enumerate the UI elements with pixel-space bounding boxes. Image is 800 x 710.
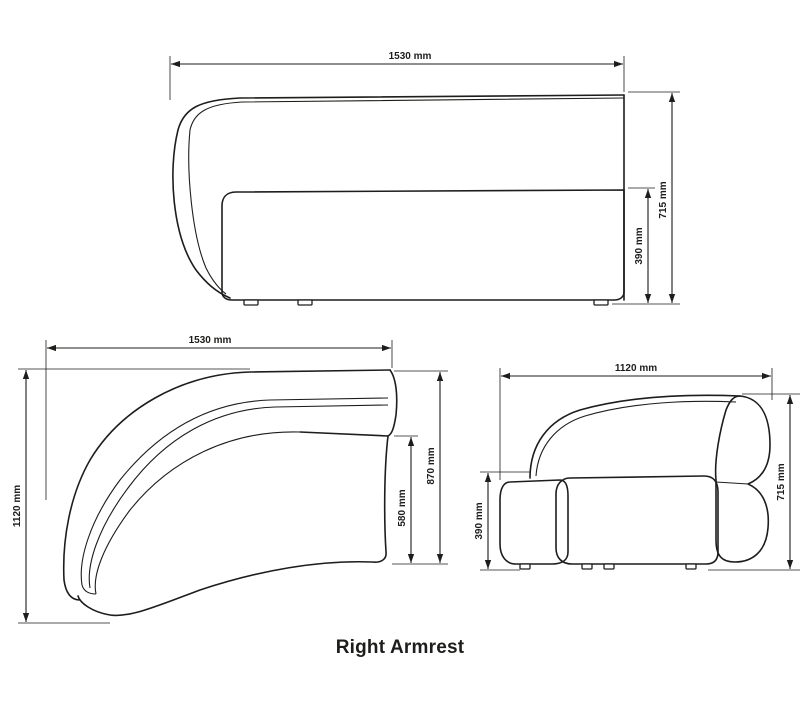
side-view-foot — [603, 563, 615, 570]
front-view-arm-outline — [172, 94, 625, 299]
top-view-arm-inner-line-2 — [88, 404, 389, 589]
side-view-width-label: 1120 mm — [615, 363, 657, 374]
front-view-height-label: 715 mm — [658, 181, 669, 218]
top-view-arm-depth-label: 870 mm — [426, 447, 437, 484]
side-view-seat-front-cushion — [499, 479, 569, 565]
top-view-arm-end — [299, 369, 398, 437]
side-view-armrest-divider — [715, 481, 749, 485]
front-view-width-label: 1530 mm — [389, 51, 432, 62]
front-view-seat-cushion — [221, 189, 625, 301]
side-view-height-label: 715 mm — [776, 463, 787, 500]
side-view: 1120 mm 715 mm 390 mm — [474, 363, 800, 571]
front-view-seat-height-label: 390 mm — [634, 227, 645, 264]
front-view-foot — [593, 299, 609, 306]
front-view-foot — [243, 299, 259, 306]
top-view-outer-outline — [62, 369, 391, 601]
top-view-width-label: 1530 mm — [189, 335, 232, 346]
side-view-backrest-outline — [529, 394, 741, 479]
side-view-backrest-inner-line — [535, 400, 737, 477]
front-view-arm-inner-line — [188, 97, 625, 295]
side-view-foot — [685, 563, 697, 570]
side-view-foot — [519, 563, 531, 570]
front-view: 1530 mm 715 mm 390 mm — [169, 51, 680, 306]
side-view-armrest — [714, 395, 771, 563]
side-view-seat-height-label: 390 mm — [474, 502, 485, 539]
top-view-depth-label: 1120 mm — [12, 485, 23, 527]
top-view-seat-depth-label: 580 mm — [397, 489, 408, 526]
side-view-foot — [581, 563, 593, 570]
top-view-seat-front-curve — [94, 431, 301, 595]
top-view-seat-outline — [77, 435, 389, 617]
top-view-arm-inner-line — [80, 397, 389, 595]
top-view: 1530 mm 1120 mm 870 mm 580 mm — [12, 335, 448, 624]
side-view-seat-main-cushion — [555, 475, 719, 565]
drawing-caption: Right Armrest — [335, 637, 465, 658]
front-view-foot — [297, 299, 313, 306]
